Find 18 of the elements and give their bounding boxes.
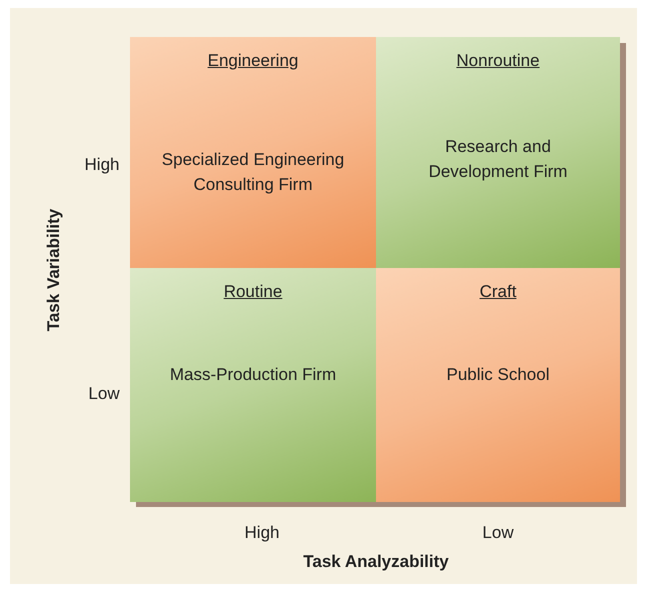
axis-tick-label: Low	[88, 384, 120, 404]
quadrant-heading: Engineering	[208, 51, 298, 70]
quadrant-text: Mass-Production Firm	[168, 364, 338, 386]
quadrant-text: Research and Development Firm	[428, 136, 568, 183]
quadrant-heading: Craft	[480, 282, 516, 301]
quadrant-panel	[376, 268, 620, 502]
axis-tick-label: High	[244, 523, 280, 543]
quadrant-text: Specialized Engineering Consulting Firm	[160, 149, 346, 196]
quadrant-heading: Routine	[224, 282, 282, 301]
axis-title: Task Analyzability	[303, 552, 449, 572]
quadrant-heading: Nonroutine	[456, 51, 540, 70]
quadrant-text: Public School	[445, 364, 550, 386]
axis-tick-label: Low	[482, 523, 514, 543]
quadrant-panel	[130, 268, 376, 502]
quadrant-panel	[130, 37, 376, 268]
quadrant-panel	[376, 37, 620, 268]
axis-title: Task Variability	[44, 208, 64, 332]
axis-tick-label: High	[84, 155, 120, 175]
